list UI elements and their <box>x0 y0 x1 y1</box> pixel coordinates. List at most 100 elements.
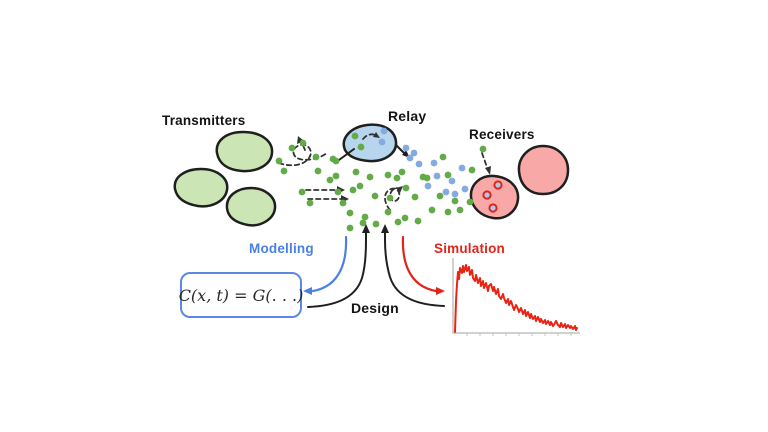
green-molecule <box>357 143 365 151</box>
molecule-field <box>275 127 503 232</box>
green-molecule <box>444 171 452 179</box>
receiver-blob <box>517 144 570 196</box>
receiver-group <box>469 144 570 220</box>
design-label: Design <box>351 300 399 316</box>
transmitter-blob <box>225 186 277 227</box>
green-molecule <box>306 199 314 207</box>
transmitter-group <box>173 130 277 227</box>
simulation-curve <box>454 264 578 333</box>
blue-molecule <box>424 182 432 190</box>
green-molecule <box>384 208 392 216</box>
green-molecule <box>312 153 320 161</box>
blue-molecule <box>402 144 410 152</box>
receiver-absorption-path <box>481 152 489 171</box>
blue-molecule <box>442 188 450 196</box>
green-molecule <box>451 197 459 205</box>
model-formula: C(x, t) = G(. . .) <box>178 285 304 305</box>
blue-molecule <box>451 190 459 198</box>
green-molecule <box>411 193 419 201</box>
green-molecule <box>394 218 402 226</box>
modelling-arrow <box>311 235 348 293</box>
simulation-arrow <box>401 235 438 293</box>
relay-conversion-path <box>362 133 378 140</box>
blue-molecule <box>378 138 386 146</box>
green-molecule <box>275 157 283 165</box>
green-molecule <box>384 171 392 179</box>
green-molecule <box>386 194 394 202</box>
green-molecule <box>456 206 464 214</box>
diffusion-arrowhead-icon <box>297 136 304 144</box>
green-molecule <box>288 144 296 152</box>
diffusion-paths <box>278 132 491 211</box>
received-molecule <box>493 180 503 190</box>
green-molecule <box>326 176 334 184</box>
green-molecule <box>352 168 360 176</box>
receiver-blob <box>469 174 520 220</box>
green-molecule <box>444 208 452 216</box>
green-molecule <box>372 220 380 228</box>
green-molecule <box>401 214 409 222</box>
design-right-arrowhead-icon <box>381 224 389 233</box>
green-molecule <box>334 188 342 196</box>
green-molecule <box>468 166 476 174</box>
blue-molecule <box>380 127 388 135</box>
green-molecule <box>332 172 340 180</box>
blue-molecule <box>448 177 456 185</box>
modelling-label: Modelling <box>249 241 314 256</box>
receiver-absorption-arrowhead-icon <box>485 166 491 175</box>
transmitter-blob <box>173 167 229 208</box>
green-molecule <box>351 132 359 140</box>
blue-molecule <box>415 160 423 168</box>
design-left-curve <box>307 230 367 308</box>
receivers-label: Receivers <box>469 127 535 142</box>
blue-molecule <box>458 164 466 172</box>
green-molecule <box>436 192 444 200</box>
green-molecule <box>366 173 374 181</box>
green-molecule <box>346 224 354 232</box>
relay-conversion-arrowhead-icon <box>373 132 380 138</box>
blue-molecule <box>461 185 469 193</box>
design-right-curve <box>384 230 445 307</box>
green-molecule <box>298 188 306 196</box>
green-molecule <box>359 219 367 227</box>
relay-input-line <box>338 148 355 161</box>
design-arrows <box>307 224 445 308</box>
simulation-arrowhead-icon <box>436 287 445 295</box>
green-molecule <box>393 174 401 182</box>
green-molecule <box>428 206 436 214</box>
green-molecule <box>346 209 354 217</box>
blue-molecule <box>433 172 441 180</box>
simulation-plot <box>452 258 580 336</box>
green-molecule <box>314 167 322 175</box>
diffusion-spiral-path <box>278 143 328 167</box>
blue-molecule <box>410 149 418 157</box>
green-molecule <box>402 184 410 192</box>
green-molecule <box>361 213 369 221</box>
green-molecule <box>356 182 364 190</box>
green-molecule <box>479 145 487 153</box>
blue-molecule <box>430 159 438 167</box>
simulation-label: Simulation <box>434 241 506 256</box>
plot-axes <box>452 258 580 334</box>
received-molecule <box>482 190 492 200</box>
green-molecule <box>349 186 357 194</box>
green-molecule <box>299 139 307 147</box>
blue-molecule <box>406 154 414 162</box>
design-left-arrowhead-icon <box>362 224 370 233</box>
green-molecule <box>423 174 431 182</box>
green-molecule <box>414 217 422 225</box>
transmitters-label: Transmitters <box>162 113 246 128</box>
transmitter-blob <box>215 130 274 173</box>
model-formula-box: C(x, t) = G(. . .) <box>178 272 304 318</box>
received-molecule <box>488 203 498 213</box>
green-molecule <box>339 199 347 207</box>
diffusion-tangle-path <box>384 187 401 211</box>
modelling-arrowhead-icon <box>303 287 312 295</box>
plot-ticks <box>466 333 572 336</box>
green-molecule <box>398 168 406 176</box>
green-molecule <box>280 167 288 175</box>
green-molecule <box>371 192 379 200</box>
relay-blob <box>342 123 398 163</box>
